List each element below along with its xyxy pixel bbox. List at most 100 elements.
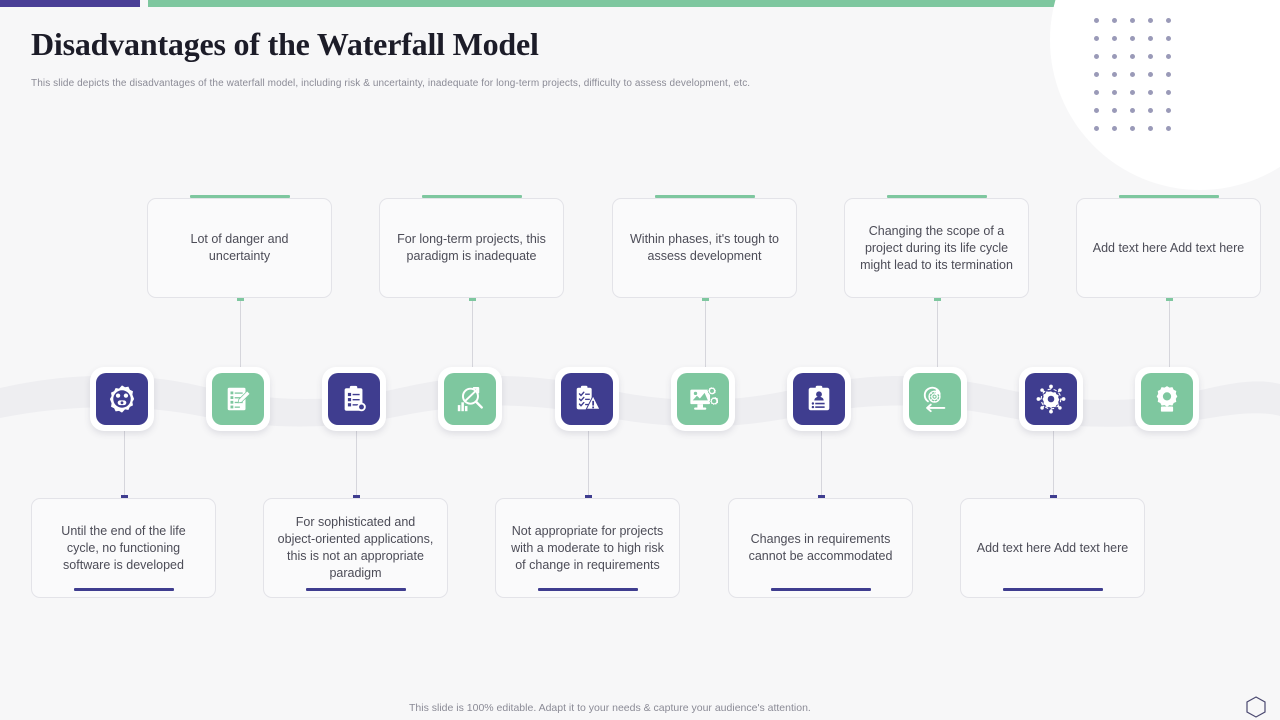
grid-dot [1112,126,1117,131]
grid-dot [1094,126,1099,131]
hexagon-icon [1246,696,1266,718]
grid-dot [1112,18,1117,23]
grid-dot [1094,90,1099,95]
grid-dot [1112,90,1117,95]
id-card-icon [793,373,845,425]
grid-dot [1094,108,1099,113]
card-accent-green [886,195,987,198]
card-text: Not appropriate for projects with a mode… [511,523,664,572]
corner-circle-decoration [1050,0,1280,190]
card-accent-green [1118,195,1219,198]
connector-line-top [936,298,938,367]
icon-tile-id-card-icon[interactable] [787,367,851,431]
card-accent-purple [305,588,406,591]
bottom-info-card[interactable]: For sophisticated and object-oriented ap… [263,498,448,598]
card-text: Add text here Add text here [976,540,1129,555]
icon-tile-settings-gear-icon[interactable] [90,367,154,431]
connector-line-bottom [123,431,125,498]
grid-dot [1130,126,1135,131]
top-info-card[interactable]: For long-term projects, this paradigm is… [379,195,564,298]
top-info-card[interactable]: Add text here Add text here [1076,195,1261,298]
card-text: For sophisticated and object-oriented ap… [277,515,434,580]
top-accent-bar-purple [0,0,140,7]
icon-tile-gear-icon[interactable] [1135,367,1199,431]
card-text: Changing the scope of a project during i… [860,223,1013,272]
connector-line-top [239,298,241,367]
connector-line-top [471,298,473,367]
connector-line-bottom [587,431,589,498]
grid-dot [1112,108,1117,113]
icon-tile-clipboard-warning-icon[interactable] [555,367,619,431]
page-title: Disadvantages of the Waterfall Model [31,26,539,62]
grid-dot [1094,18,1099,23]
grid-dot [1148,18,1153,23]
grid-dot [1130,36,1135,41]
icon-tile-network-gear-icon[interactable] [1019,367,1083,431]
top-info-card[interactable]: Changing the scope of a project during i… [844,195,1029,298]
monitor-gears-icon [677,373,729,425]
grid-dot [1094,72,1099,77]
agile-cycle-icon [909,373,961,425]
icon-tile-monitor-gears-icon[interactable] [671,367,735,431]
top-accent-bar-green-left [148,0,1108,7]
card-text: Until the end of the life cycle, no func… [61,523,186,572]
bottom-info-card[interactable]: Not appropriate for projects with a mode… [495,498,680,598]
grid-dot [1130,90,1135,95]
card-accent-purple [770,588,871,591]
icon-tile-chart-magnifier-icon[interactable] [438,367,502,431]
grid-dot [1094,54,1099,59]
settings-gear-icon [96,373,148,425]
grid-dot [1112,36,1117,41]
icon-tile-clipboard-checklist-icon[interactable] [322,367,386,431]
grid-dot [1094,36,1099,41]
grid-dot [1148,72,1153,77]
grid-dot [1148,36,1153,41]
page-subtitle: This slide depicts the disadvantages of … [31,78,751,89]
chart-magnifier-icon [444,373,496,425]
wavy-ribbon-decoration [0,375,1280,427]
card-text: For long-term projects, this paradigm is… [397,232,546,263]
card-accent-purple [73,588,174,591]
card-text: Lot of danger and uncertainty [190,232,289,263]
grid-dot [1148,126,1153,131]
grid-dot [1166,90,1171,95]
grid-dot [1166,36,1171,41]
top-info-card[interactable]: Within phases, it's tough to assess deve… [612,195,797,298]
grid-dot [1148,90,1153,95]
card-accent-purple [1002,588,1103,591]
bottom-info-card[interactable]: Add text here Add text here [960,498,1145,598]
grid-dot [1166,126,1171,131]
connector-line-bottom [1052,431,1054,498]
grid-dot [1130,18,1135,23]
clipboard-warning-icon [561,373,613,425]
grid-dot [1148,54,1153,59]
card-accent-purple [537,588,638,591]
gear-icon [1141,373,1193,425]
icon-tile-document-list-icon[interactable] [206,367,270,431]
connector-line-top [1168,298,1170,367]
clipboard-checklist-icon [328,373,380,425]
card-text: Add text here Add text here [1092,240,1245,255]
grid-dot [1166,108,1171,113]
connector-line-top [704,298,706,367]
card-text: Changes in requirements cannot be accomm… [748,532,893,563]
grid-dot [1166,72,1171,77]
grid-dot [1166,54,1171,59]
icon-tile-agile-cycle-icon[interactable] [903,367,967,431]
grid-dot [1130,72,1135,77]
grid-dot [1130,54,1135,59]
document-list-icon [212,373,264,425]
bottom-info-card[interactable]: Until the end of the life cycle, no func… [31,498,216,598]
footer-note: This slide is 100% editable. Adapt it to… [409,702,811,714]
grid-dot [1130,108,1135,113]
bottom-info-card[interactable]: Changes in requirements cannot be accomm… [728,498,913,598]
card-accent-green [421,195,522,198]
card-text: Within phases, it's tough to assess deve… [630,232,779,263]
grid-dot [1166,18,1171,23]
card-accent-green [189,195,290,198]
card-accent-green [654,195,755,198]
connector-line-bottom [355,431,357,498]
grid-dot [1148,108,1153,113]
top-info-card[interactable]: Lot of danger and uncertainty [147,195,332,298]
